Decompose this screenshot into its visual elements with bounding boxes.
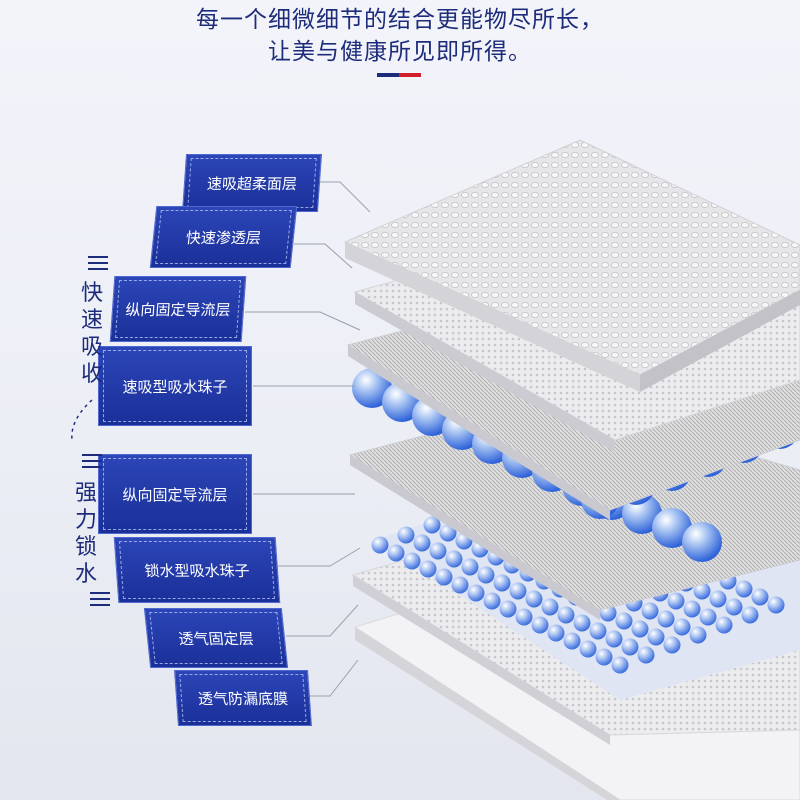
strong-lock-char-3: 锁 [74,535,97,560]
tab-layer-1: 速吸超柔面层 [181,154,323,212]
lock-bead [461,558,479,576]
lock-bead [689,626,707,644]
lock-bead [673,618,691,636]
tab-layer-6-label: 锁水型吸水珠子 [143,561,251,580]
lock-bead [595,648,613,666]
tab-layer-5: 纵向固定导流层 [98,454,252,534]
lock-bead [767,596,785,614]
lock-bead [445,550,463,568]
lock-bead [605,630,623,648]
strong-lock-char-1: 强 [74,481,97,506]
lock-bead [557,606,575,624]
lock-bead [663,636,681,654]
heading-accent-bar [377,73,421,77]
lock-bead [715,616,733,634]
lock-bead [741,606,759,624]
lock-bead [573,614,591,632]
lock-bead [515,608,533,626]
lock-bead [531,616,549,634]
heading-line-2: 让美与健康所见即所得。 [268,39,532,65]
lock-bead [499,600,517,618]
tab-layer-8-label: 透气防漏底膜 [197,689,289,708]
group-divider-arc [71,399,93,441]
tab-layer-4: 速吸型吸水珠子 [98,346,252,426]
strong-lock-char-4: 水 [74,562,97,587]
lock-bead [641,602,659,620]
lock-bead [451,576,469,594]
fast-absorb-char-2: 速 [80,308,103,333]
heading: 每一个细微细节的结合更能物尽所长， 让美与健康所见即所得。 [0,4,800,68]
tab-layer-6: 锁水型吸水珠子 [113,537,281,603]
lock-bead [435,568,453,586]
lock-bead [477,566,495,584]
lock-bead [413,534,431,552]
lock-bead [419,560,437,578]
fast-absorb-char-4: 收 [80,362,103,387]
tab-layer-7: 透气固定层 [143,608,289,668]
lock-bead [615,612,633,630]
menu-icon-bottom [90,592,110,606]
lock-bead [467,584,485,602]
accent-red [399,73,421,77]
tab-layer-3-label: 纵向固定导流层 [124,300,232,319]
fast-absorb-char-3: 吸 [80,335,103,360]
lock-bead [751,588,769,606]
lock-bead [709,590,727,608]
lock-bead [693,582,711,600]
lock-bead [509,582,527,600]
lock-bead [699,608,717,626]
tab-layer-2-label: 快速渗透层 [184,228,262,247]
lock-bead [579,640,597,658]
accent-blue [377,73,399,77]
fast-absorb-char-1: 快 [80,281,103,306]
lock-bead [547,624,565,642]
lock-bead [563,632,581,650]
group-label-fast-absorb: 快 速 吸 收 [78,280,106,388]
lock-bead [397,526,415,544]
absorb-bead [352,368,392,408]
lock-bead [439,524,457,542]
lock-bead [589,622,607,640]
tab-layer-7-label: 透气固定层 [177,629,255,648]
tab-layer-3: 纵向固定导流层 [109,276,247,342]
layer-1-top-mesh [343,139,800,392]
lock-bead [621,638,639,656]
lock-bead [637,646,655,664]
strong-lock-char-2: 力 [74,508,97,533]
lock-bead [493,574,511,592]
tab-layer-4-label: 速吸型吸水珠子 [122,377,228,396]
group-label-strong-lock: 强 力 锁 水 [72,480,100,588]
tab-layer-1-label: 速吸超柔面层 [206,174,298,193]
absorb-bead [652,508,692,548]
lock-bead [541,598,559,616]
menu-icon-middle [82,454,102,468]
lock-bead [611,656,629,674]
tab-layer-5-label: 纵向固定导流层 [122,485,228,504]
lock-bead [387,544,405,562]
lock-bead [735,580,753,598]
lock-bead [403,552,421,570]
tab-layer-8: 透气防漏底膜 [174,670,312,726]
lock-bead [429,542,447,560]
lock-bead [647,628,665,646]
lock-bead [631,620,649,638]
lock-bead [725,598,743,616]
lock-bead [371,536,389,554]
lock-bead [667,592,685,610]
tab-layer-2: 快速渗透层 [149,206,298,268]
connector-lines [245,181,371,697]
lock-bead [483,592,501,610]
heading-line-1: 每一个细微细节的结合更能物尽所长， [196,7,604,33]
lock-bead [423,516,441,534]
lock-bead [683,600,701,618]
menu-icon-top [88,256,108,270]
lock-bead [525,590,543,608]
absorb-bead [682,522,722,562]
lock-bead [657,610,675,628]
